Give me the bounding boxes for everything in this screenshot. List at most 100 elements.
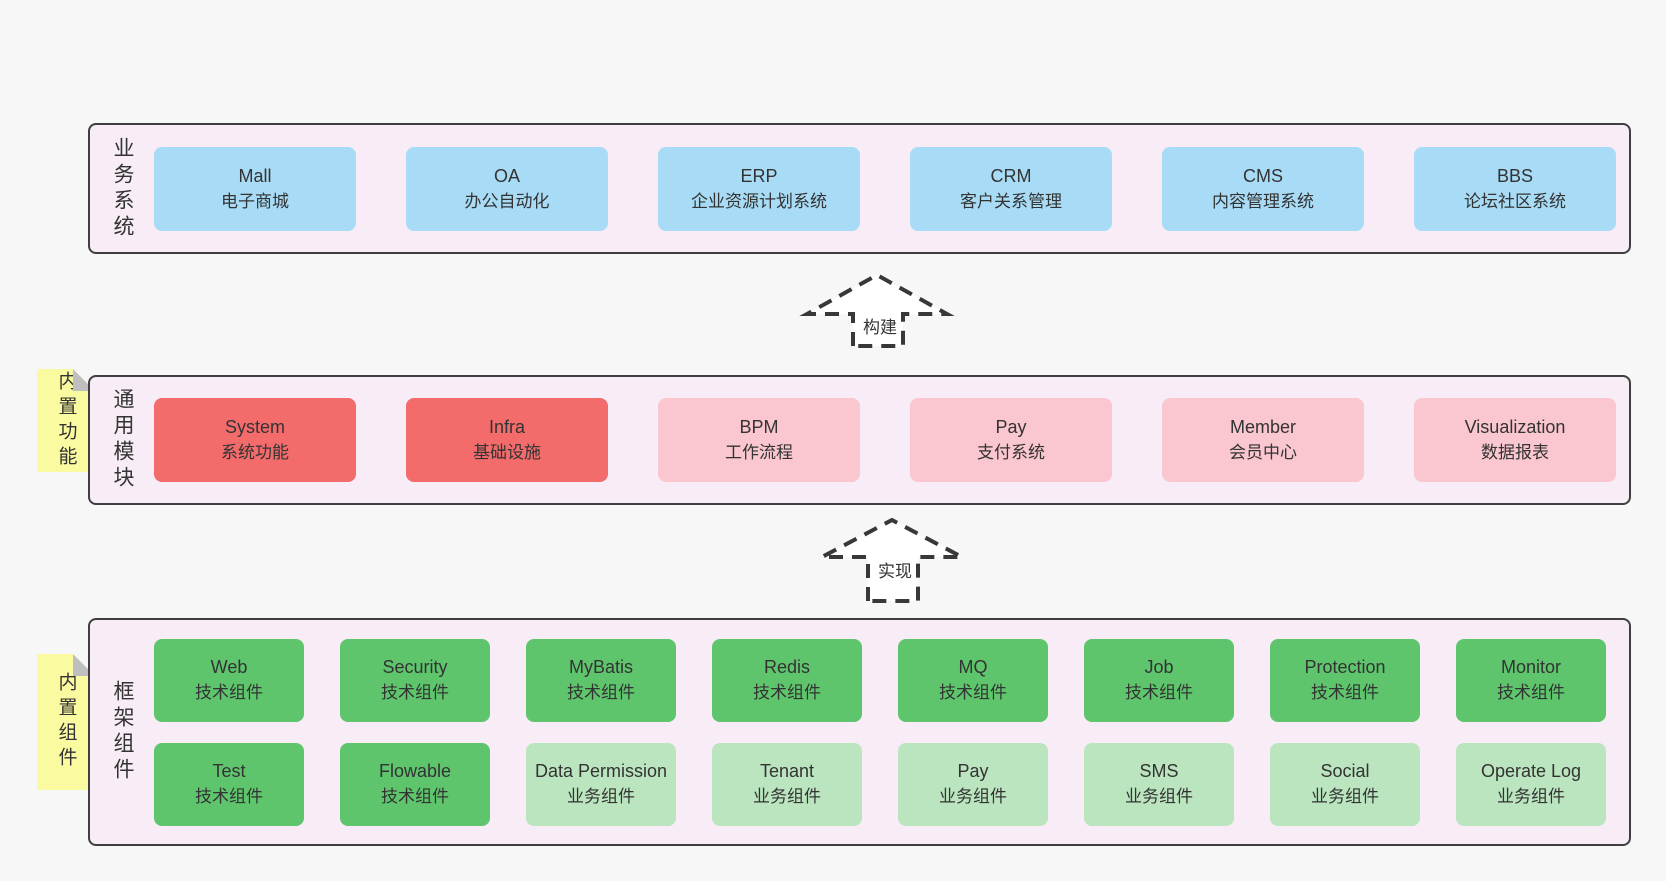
up-arrow-implement: 实现 [812, 507, 972, 603]
box-subtitle: 业务组件 [1497, 787, 1565, 806]
box-subtitle: 技术组件 [195, 683, 263, 702]
box-title: Pay [957, 761, 989, 781]
box-title: System [224, 417, 285, 437]
box-bbs: BBS 论坛社区系统 [1414, 146, 1616, 231]
box-operate-log: Operate Log 业务组件 [1456, 742, 1606, 826]
box-web: Web 技术组件 [154, 638, 304, 722]
box-mall: Mall 电子商城 [154, 146, 356, 231]
box-tenant: Tenant 业务组件 [712, 742, 862, 826]
box-subtitle: 业务组件 [567, 787, 635, 806]
box-title: OA [493, 165, 520, 186]
box-subtitle: 技术组件 [1125, 683, 1193, 702]
layer-label-business: 业务系统 [90, 125, 154, 252]
box-erp: ERP 企业资源计划系统 [658, 146, 860, 231]
box-subtitle: 业务组件 [753, 787, 821, 806]
box-subtitle: 业务组件 [1311, 787, 1379, 806]
arrow-implement-label: 实现 [878, 562, 912, 581]
box-title: Tenant [759, 761, 815, 781]
box-subtitle: 工作流程 [725, 443, 793, 462]
box-flowable: Flowable 技术组件 [340, 742, 490, 826]
box-subtitle: 数据报表 [1481, 443, 1549, 462]
box-subtitle: 企业资源计划系统 [691, 191, 827, 211]
box-subtitle: 会员中心 [1229, 443, 1297, 462]
box-title: Data Permission [534, 761, 668, 781]
box-subtitle: 办公自动化 [464, 191, 550, 211]
box-subtitle: 技术组件 [567, 683, 635, 702]
box-subtitle: 技术组件 [1311, 683, 1379, 702]
box-visualization: Visualization 数据报表 [1414, 398, 1616, 482]
box-subtitle: 业务组件 [1125, 787, 1193, 806]
box-title: BBS [1496, 165, 1534, 186]
box-subtitle: 技术组件 [1497, 683, 1565, 702]
box-title: Infra [488, 417, 526, 437]
box-title: Protection [1304, 657, 1386, 677]
box-subtitle: 客户关系管理 [960, 191, 1062, 211]
box-title: Job [1144, 657, 1174, 677]
box-title: SMS [1139, 761, 1179, 781]
box-sms: SMS 业务组件 [1084, 742, 1234, 826]
box-protection: Protection 技术组件 [1270, 638, 1420, 722]
sticky-note-builtin-features: 内置功能 [37, 369, 95, 472]
box-title: Monitor [1500, 657, 1562, 677]
box-redis: Redis 技术组件 [712, 638, 862, 722]
box-title: Visualization [1464, 417, 1566, 437]
sticky-note-text: 内置组件 [55, 672, 77, 772]
box-title: MyBatis [568, 657, 633, 677]
layer-business-systems: 业务系统 Mall 电子商城 OA 办公自动化 ERP 企业资源计划系统 CRM 客户关系管理… [88, 123, 1631, 254]
box-mybatis: MyBatis 技术组件 [526, 638, 676, 722]
box-subtitle: 系统功能 [221, 443, 289, 462]
box-title: ERP [740, 165, 778, 186]
box-title: CRM [990, 165, 1032, 186]
up-arrow-build: 构建 [797, 262, 957, 348]
box-subtitle: 技术组件 [381, 787, 449, 806]
box-test: Test 技术组件 [154, 742, 304, 826]
box-title: Social [1320, 761, 1370, 781]
box-title: Redis [763, 657, 811, 677]
box-subtitle: 电子商城 [221, 191, 289, 211]
box-bpm: BPM 工作流程 [658, 398, 860, 482]
box-pay: Pay 支付系统 [910, 398, 1112, 482]
box-title: Web [210, 657, 248, 677]
layer-label-text: 业务系统 [111, 136, 134, 241]
box-subtitle: 技术组件 [381, 683, 449, 702]
box-title: Operate Log [1480, 761, 1582, 781]
dashed-up-arrow-icon: 构建 [799, 272, 955, 348]
box-subtitle: 基础设施 [473, 443, 541, 462]
box-title: Pay [995, 417, 1027, 437]
box-subtitle: 技术组件 [753, 683, 821, 702]
layer-label-components: 框架组件 [90, 620, 154, 844]
box-subtitle: 技术组件 [939, 683, 1007, 702]
box-title: Test [212, 761, 246, 781]
box-subtitle: 论坛社区系统 [1464, 191, 1566, 211]
sticky-note-text: 内置功能 [55, 370, 77, 471]
box-crm: CRM 客户关系管理 [910, 146, 1112, 231]
box-monitor: Monitor 技术组件 [1456, 638, 1606, 722]
box-member: Member 会员中心 [1162, 398, 1364, 482]
box-data-permission: Data Permission 业务组件 [526, 742, 676, 826]
box-system: System 系统功能 [154, 398, 356, 482]
arrow-build-label: 构建 [863, 318, 897, 337]
module-box-row: System 系统功能 Infra 基础设施 BPM 工作流程 Pay 支付系统 Member 会… [154, 377, 1625, 503]
box-subtitle: 内容管理系统 [1212, 191, 1314, 211]
box-title: CMS [1243, 165, 1283, 186]
box-social: Social 业务组件 [1270, 742, 1420, 826]
box-title: BPM [739, 417, 779, 437]
box-subtitle: 支付系统 [977, 443, 1045, 462]
box-title: Security [382, 657, 448, 677]
layer-label-text: 框架组件 [111, 680, 134, 784]
box-title: Member [1229, 417, 1296, 437]
box-title: Flowable [378, 761, 452, 781]
box-oa: OA 办公自动化 [406, 146, 608, 231]
box-job: Job 技术组件 [1084, 638, 1234, 722]
box-subtitle: 技术组件 [195, 787, 263, 806]
box-title: Mall [238, 165, 272, 186]
business-box-row: Mall 电子商城 OA 办公自动化 ERP 企业资源计划系统 CRM 客户关系管理 CMS 内容… [154, 125, 1625, 252]
